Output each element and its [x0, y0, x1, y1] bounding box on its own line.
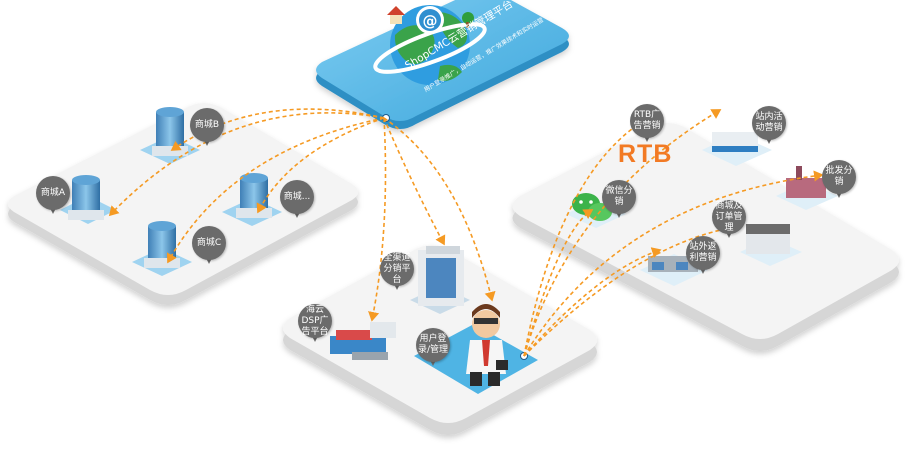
wholesale-factory	[776, 166, 838, 210]
mall-more-building	[222, 173, 282, 226]
left-island	[8, 103, 358, 305]
rebate-warehouse	[640, 254, 708, 286]
omnichannel-office-building	[410, 246, 470, 314]
online-activity-store	[702, 132, 772, 166]
svg-text:@: @	[423, 12, 438, 30]
house-icon	[387, 6, 405, 24]
order-management-building	[740, 224, 802, 266]
mall-a-building	[60, 175, 116, 224]
dsp-factory	[330, 322, 396, 360]
tree-icon	[462, 12, 474, 28]
rtb-logo: RTB	[618, 140, 673, 168]
businessman-figure	[466, 304, 508, 386]
globe-icon: @	[373, 5, 487, 85]
